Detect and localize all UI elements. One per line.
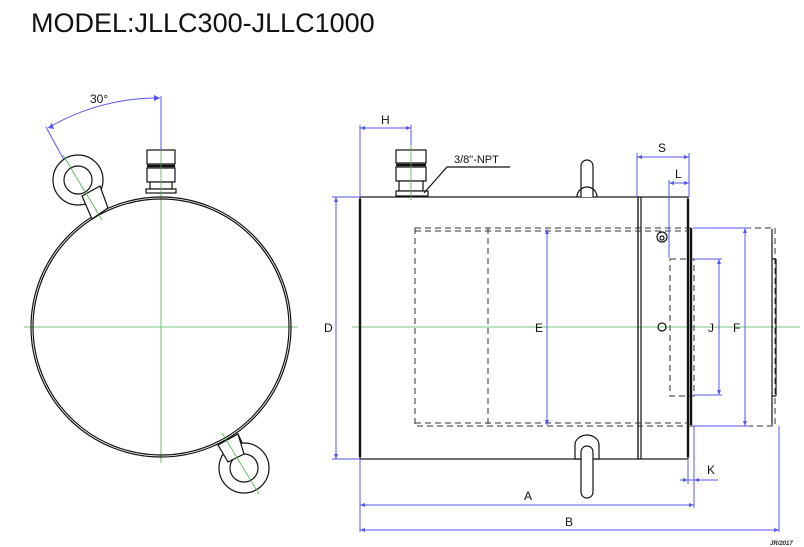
- saddle-hidden-outline: [669, 258, 695, 397]
- port-leader-line: [423, 166, 510, 194]
- dimension-e: E: [535, 229, 549, 425]
- angle-label: 30°: [90, 92, 108, 106]
- front-view: 30°: [24, 92, 298, 495]
- dimension-f: F: [693, 227, 750, 427]
- center-mark-icon: [657, 322, 667, 332]
- dimension-label-d: D: [324, 321, 333, 335]
- dimension-j: J: [694, 258, 722, 396]
- dimension-label-k: K: [707, 463, 715, 477]
- dimension-d: D: [324, 196, 360, 460]
- dimension-h: H: [359, 113, 412, 197]
- coupler-icon: [145, 146, 177, 195]
- port-label: 3/8"-NPT: [454, 154, 499, 166]
- handle-icon: [576, 159, 598, 198]
- dimension-label-j: J: [708, 321, 714, 335]
- handle-icon: [574, 434, 600, 499]
- dimension-label-s: S: [658, 141, 666, 155]
- dimension-label-b: B: [565, 515, 573, 529]
- revision-stamp: JR/2017: [770, 541, 793, 547]
- cylinder-outer-circle: [30, 196, 292, 458]
- eyebolt-icon: [52, 154, 109, 221]
- cylinder-body: [359, 196, 639, 460]
- eyebolt-icon: [217, 432, 270, 495]
- dimension-b: B: [360, 426, 780, 532]
- side-view: 3/8"-NPT H S: [324, 113, 800, 532]
- dimension-l: L: [668, 167, 689, 258]
- piston-hidden-outline: [414, 227, 776, 427]
- cylinder-inner-circle: [32, 198, 290, 456]
- dimension-label-l: L: [675, 167, 682, 181]
- angle-dimension: 30°: [45, 92, 162, 161]
- dimension-a: A: [359, 459, 694, 532]
- dimension-label-f: F: [733, 321, 740, 335]
- coupler-icon: [395, 140, 429, 200]
- dimension-k: K: [680, 426, 718, 508]
- model-title: MODEL:JLLC300-JLLC1000: [31, 8, 375, 38]
- dimension-label-e: E: [535, 321, 543, 335]
- dimension-label-a: A: [524, 489, 532, 503]
- dimension-label-h: H: [381, 113, 390, 127]
- dimension-s: S: [636, 141, 690, 197]
- set-screw-icon: [656, 231, 668, 243]
